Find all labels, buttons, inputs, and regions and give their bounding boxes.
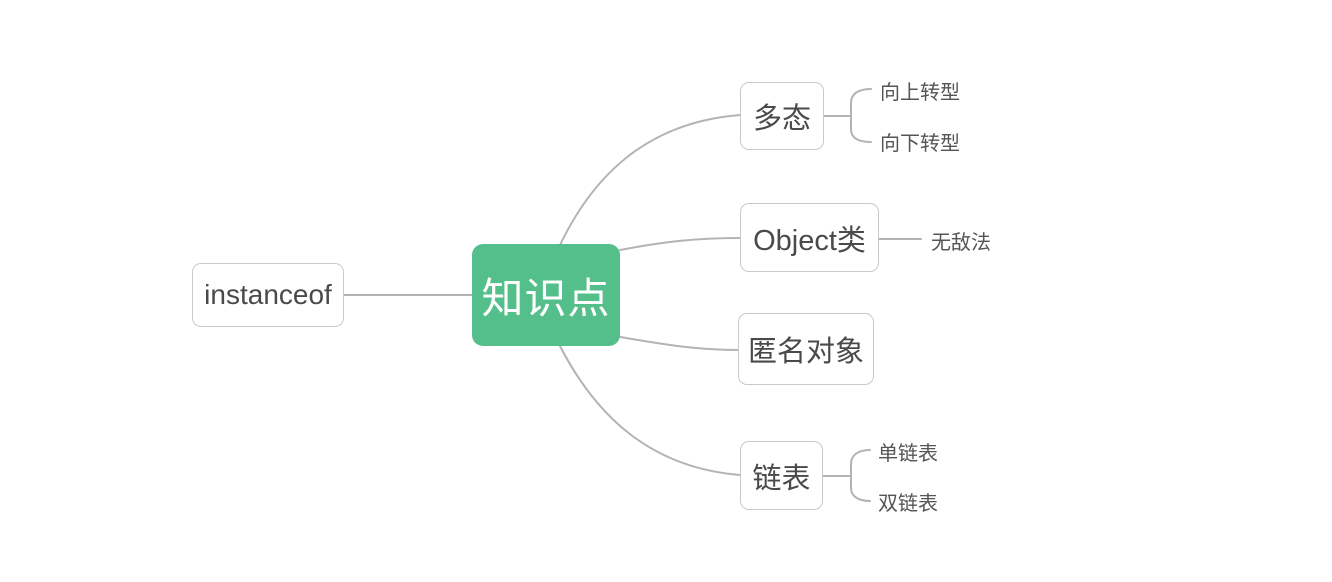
connector-polymorphism-children — [823, 88, 872, 143]
connector-root-polymorphism — [559, 114, 741, 246]
connector-root-object-class — [619, 237, 741, 251]
central-topic[interactable]: 知识点 — [472, 244, 620, 346]
subtopic-singly-linked-list[interactable]: 单链表 — [878, 442, 938, 465]
topic-anonymous-object[interactable]: 匿名对象 — [738, 313, 874, 385]
topic-polymorphism[interactable]: 多态 — [740, 82, 824, 150]
subtopic-doubly-linked-list[interactable]: 双链表 — [878, 492, 938, 515]
topic-instanceof[interactable]: instanceof — [192, 263, 344, 327]
subtopic-downcast[interactable]: 向下转型 — [880, 132, 960, 155]
subtopic-upcast[interactable]: 向上转型 — [880, 81, 960, 104]
topic-object-class[interactable]: Object类 — [740, 203, 879, 272]
subtopic-invincible-method[interactable]: 无敌法 — [931, 231, 991, 254]
topic-linked-list[interactable]: 链表 — [740, 441, 823, 510]
connector-root-anonymous-object — [619, 336, 739, 351]
connector-linked-list-children — [822, 449, 871, 502]
connector-root-linked-list — [559, 345, 741, 476]
